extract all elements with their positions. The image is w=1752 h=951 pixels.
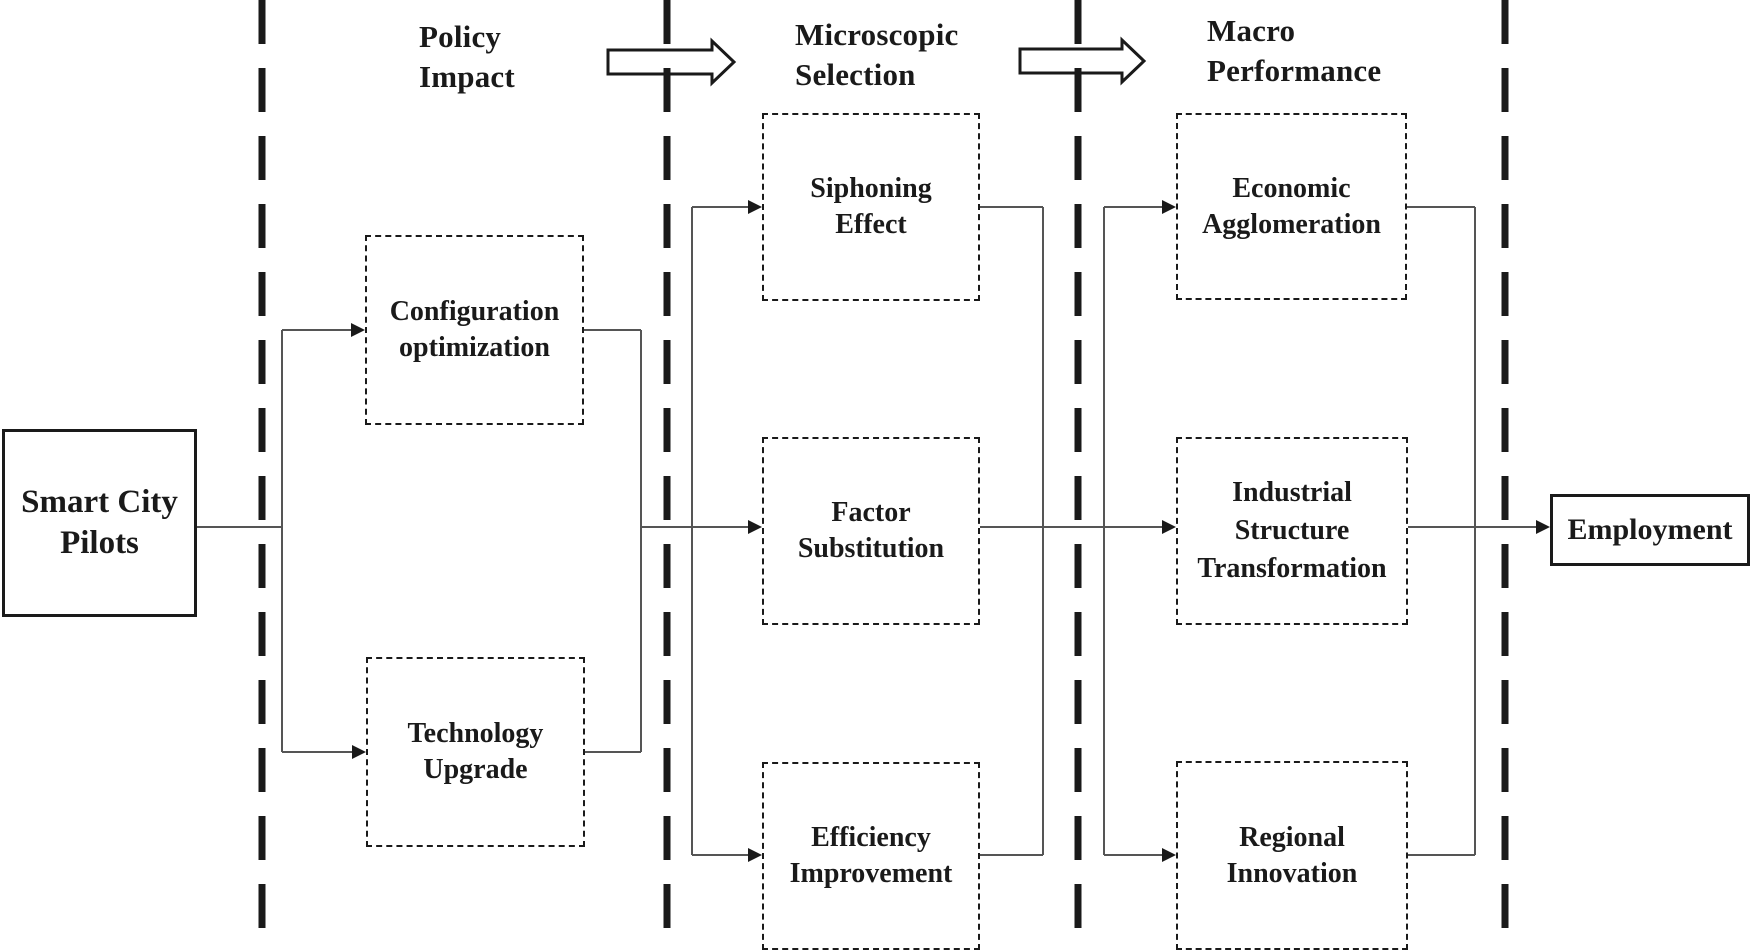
arrowhead-icon — [1162, 520, 1176, 534]
node-factor-substitution: Factor Substitution — [762, 437, 980, 625]
arrowhead-icon — [748, 848, 762, 862]
arrowhead-icon — [1536, 520, 1550, 534]
node-regional-innovation: Regional Innovation — [1176, 761, 1408, 950]
header-macro-performance: Macro Performance — [1207, 13, 1382, 88]
node-employment: Employment — [1550, 494, 1750, 566]
node-efficiency-improvement: Efficiency Improvement — [762, 762, 980, 950]
flow-arrow-icon — [606, 37, 737, 87]
node-technology-upgrade: Technology Upgrade — [366, 657, 585, 847]
arrowhead-icon — [351, 323, 365, 337]
connector-lines — [197, 206, 1537, 856]
node-smart-city-pilots: Smart City Pilots — [2, 429, 197, 617]
connector-arrowheads — [351, 200, 1550, 862]
header-policy-impact: Policy Impact — [419, 19, 515, 94]
arrowhead-icon — [748, 200, 762, 214]
flow-arrows — [606, 36, 1147, 87]
column-dividers — [258, 0, 1509, 951]
node-economic-agglomeration: Economic Agglomeration — [1176, 113, 1407, 300]
arrowhead-icon — [1162, 200, 1176, 214]
node-industrial-structure-transformation: Industrial Structure Transformation — [1176, 437, 1408, 625]
node-siphoning-effect: Siphoning Effect — [762, 113, 980, 301]
arrowhead-icon — [1162, 848, 1176, 862]
node-configuration-optimization: Configuration optimization — [365, 235, 584, 425]
connector-path — [197, 206, 1537, 856]
flow-arrow-icon — [1018, 36, 1147, 86]
arrowhead-icon — [748, 520, 762, 534]
header-microscopic-selection: Microscopic Selection — [795, 17, 959, 92]
arrowhead-icon — [352, 745, 366, 759]
